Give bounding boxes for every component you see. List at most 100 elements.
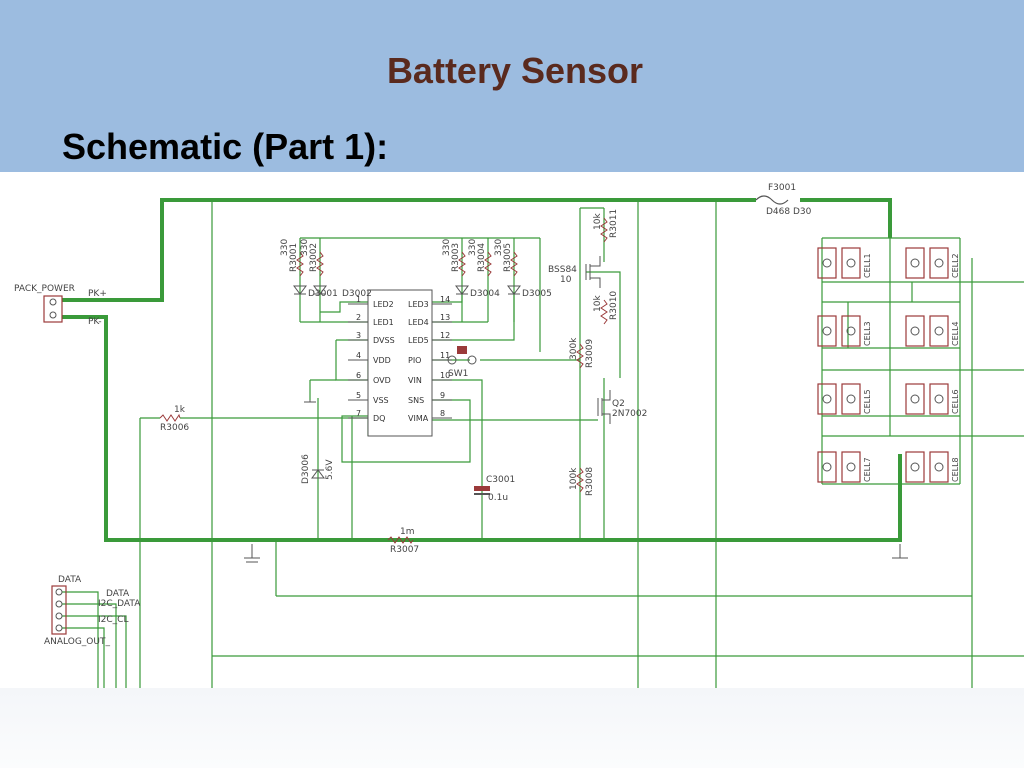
data-connector: DATA DATA I2C_DATA I2C_CL ANALOG_OUT_	[44, 575, 141, 647]
i2c-data-label: I2C_DATA	[98, 599, 141, 609]
resistor-r3002: R3002 330	[300, 239, 324, 277]
ic-pin-number: 1	[356, 295, 361, 304]
zener-value: 5.6V	[325, 459, 335, 480]
r3009-name: R3009	[585, 339, 595, 368]
r3011-value: 10k	[593, 213, 603, 230]
footer-band	[0, 688, 1024, 768]
zener-d3006: D3006 5.6V	[301, 454, 335, 484]
pmos-ref: 10	[560, 275, 572, 285]
slide-title: Battery Sensor	[386, 50, 644, 91]
ic-pin-name: VIMA	[408, 414, 429, 423]
ic-pin-name: LED5	[408, 336, 429, 345]
pmos-bss84: BSS84 10	[548, 256, 601, 288]
r3001-name: R3001	[289, 243, 299, 272]
nmos-q2: Q2 2N7002	[597, 390, 647, 424]
analog-out-label: ANALOG_OUT_	[44, 637, 110, 647]
ground-symbols	[244, 400, 908, 563]
r3005-value: 330	[494, 239, 504, 256]
ic-pin-number: 9	[440, 391, 445, 400]
r3006-value: 1k	[174, 405, 186, 415]
ic-pin-number: 12	[440, 331, 450, 340]
r3008-value: 100k	[569, 467, 579, 490]
r3010-name: R3010	[609, 291, 619, 320]
ic-pin-name: LED3	[408, 300, 429, 309]
data-connector-label: DATA	[58, 575, 82, 585]
i2c-cl-label: I2C_CL	[98, 615, 128, 625]
r3009-value: 300k	[569, 337, 579, 360]
r3007-name: R3007	[390, 545, 419, 555]
fuse-to-cells-trace	[800, 198, 892, 238]
cell-label: CELL2	[951, 253, 960, 278]
power-traces	[62, 198, 902, 542]
ic-pin-number: 5	[356, 391, 361, 400]
fuse-name: F3001	[768, 183, 796, 193]
ic-pin-number: 11	[440, 351, 450, 360]
r3003-value: 330	[442, 239, 452, 256]
ic-pin-number: 4	[356, 351, 361, 360]
pmos-name: BSS84	[548, 265, 577, 275]
resistor-r3006: 1k R3006	[159, 405, 189, 433]
r3001-value: 330	[280, 239, 290, 256]
schematic-diagram: PACK_POWER PK+ PK- DATA DATA I2C_DATA I2…	[14, 183, 1024, 688]
battery-cell: CELL1	[817, 247, 872, 279]
battery-cell: CELL3	[817, 315, 872, 347]
zener-name: D3006	[301, 454, 311, 484]
r3004-value: 330	[468, 239, 478, 256]
battery-cell: CELL5	[817, 383, 872, 415]
slide-subtitle: Schematic (Part 1):	[62, 126, 389, 167]
resistor-r3005: R3005 330	[494, 239, 518, 277]
ic-pin-name: VDD	[373, 356, 391, 365]
r3006-name: R3006	[160, 423, 189, 433]
ic-pin-number: 13	[440, 313, 450, 322]
r3010-value: 10k	[593, 295, 603, 312]
ic-pin-name: DQ	[373, 414, 385, 423]
pack-minus-return-trace	[62, 315, 902, 542]
data-net-label: DATA	[106, 589, 130, 599]
switch-label: SW1	[448, 369, 468, 379]
ic-pin-name: LED4	[408, 318, 429, 327]
ic-pin-name: LED2	[373, 300, 394, 309]
resistor-r3007: 1m R3007	[387, 527, 419, 555]
r3011-name: R3011	[609, 209, 619, 238]
battery-cell: CELL2	[905, 247, 960, 279]
led-resistors: R3001 330 R3002 330 R3003 330 R3004 330 …	[280, 239, 518, 277]
cell-label: CELL3	[863, 321, 872, 346]
led-d3005-label: D3005	[522, 289, 552, 299]
r3002-name: R3002	[309, 243, 319, 272]
resistor-r3008: 100k R3008	[569, 467, 595, 496]
pack-power-label: PACK_POWER	[14, 284, 75, 294]
battery-cell: CELL4	[905, 315, 960, 347]
ic-pin-name: OVD	[373, 376, 391, 385]
r3008-name: R3008	[585, 467, 595, 496]
led-d3004-label: D3004	[470, 289, 500, 299]
battery-cell: CELL7	[817, 451, 872, 483]
capacitor-value: 0.1u	[488, 493, 508, 503]
fuse-f3001: F3001 D468 D30	[755, 183, 812, 217]
fuse-value: D468 D30	[766, 207, 812, 217]
ic-pin-number: 6	[356, 371, 361, 380]
cell-label: CELL4	[951, 321, 960, 346]
r3002-value: 330	[300, 239, 310, 256]
switch-sw1: SW1	[447, 346, 477, 379]
ic-pin-name: VIN	[408, 376, 422, 385]
ic-pin-number: 10	[440, 371, 450, 380]
r3007-value: 1m	[400, 527, 415, 537]
resistor-r3003: R3003 330	[442, 239, 466, 277]
ic-pin-number: 3	[356, 331, 361, 340]
battery-cell: CELL6	[905, 383, 960, 415]
led-d3002-label: D3002	[342, 289, 372, 299]
cell-label: CELL8	[951, 457, 960, 482]
cell-label: CELL7	[863, 457, 872, 482]
led-d3004: D3004	[455, 285, 500, 299]
resistor-r3010: 10k R3010	[593, 291, 619, 325]
resistor-r3001: R3001 330	[280, 239, 304, 277]
nmos-value: 2N7002	[612, 409, 647, 419]
ic-pin-name: PIO	[408, 356, 421, 365]
ic-pin-number: 8	[440, 409, 445, 418]
cell-label: CELL6	[951, 389, 960, 414]
r3005-name: R3005	[503, 243, 513, 272]
pack-power-connector: PACK_POWER PK+ PK-	[14, 284, 107, 327]
ic-pin-number: 7	[356, 409, 361, 418]
